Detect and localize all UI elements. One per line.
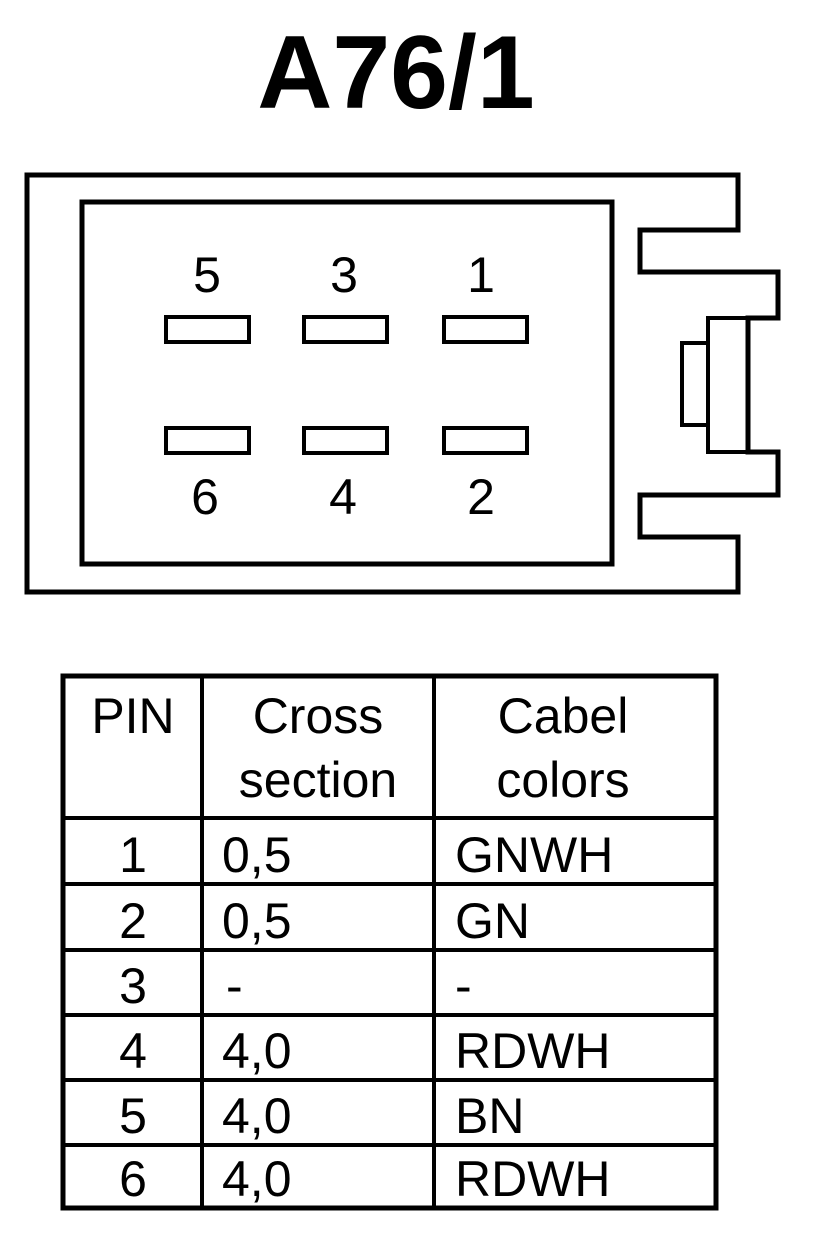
table-border — [60, 673, 719, 1211]
table-cell-cable-color: GN — [455, 893, 530, 949]
pin-slot-5 — [164, 315, 251, 344]
table-cell-cable-color: RDWH — [455, 1023, 611, 1079]
table-cell-cross-section: 4,0 — [222, 1151, 292, 1207]
pin-label-3: 3 — [330, 247, 358, 303]
table-cell-cable-color: RDWH — [455, 1151, 611, 1207]
table-row: 1 0,5 GNWH — [119, 827, 613, 883]
table-cell-pin: 4 — [119, 1023, 147, 1079]
latch-inner — [680, 341, 710, 427]
table-cell-pin: 6 — [119, 1151, 147, 1207]
table-cell-pin: 2 — [119, 893, 147, 949]
table-row: 2 0,5 GN — [119, 893, 530, 949]
table-header-colors-line2: colors — [496, 752, 629, 808]
table-cell-cross-section: 4,0 — [222, 1023, 292, 1079]
table-cell-pin: 1 — [119, 827, 147, 883]
pin-slot-4 — [302, 426, 389, 455]
table-cell-cross-section: - — [226, 958, 243, 1014]
pin-slot-6 — [164, 426, 251, 455]
table-cell-cable-color: GNWH — [455, 827, 613, 883]
pin-label-6: 6 — [191, 469, 219, 525]
pin-table-grid — [60, 673, 719, 1211]
table-row: 6 4,0 RDWH — [119, 1151, 610, 1207]
pin-label-4: 4 — [329, 469, 357, 525]
table-header-pin: PIN — [91, 688, 174, 744]
pin-label-1: 1 — [467, 247, 495, 303]
latch-outer — [706, 316, 750, 454]
housing-inner-frame — [79, 199, 615, 567]
housing-outline — [24, 172, 781, 595]
table-header-cross-line2: section — [239, 752, 397, 808]
table-row: 5 4,0 BN — [119, 1088, 524, 1144]
table-cell-cross-section: 0,5 — [222, 893, 292, 949]
table-header-cross-line1: Cross — [253, 688, 384, 744]
pin-slots — [164, 315, 529, 455]
pin-label-2: 2 — [467, 469, 495, 525]
table-cell-cable-color: BN — [455, 1088, 524, 1144]
pin-slot-2 — [442, 426, 529, 455]
table-header-colors-line1: Cabel — [498, 688, 629, 744]
pin-slot-3 — [302, 315, 389, 344]
table-cell-cross-section: 0,5 — [222, 827, 292, 883]
table-row: 3 - - — [119, 958, 472, 1014]
connector-housing — [24, 172, 781, 595]
pin-label-5: 5 — [193, 247, 221, 303]
table-cell-pin: 3 — [119, 958, 147, 1014]
table-row: 4 4,0 RDWH — [119, 1023, 610, 1079]
pin-slot-1 — [442, 315, 529, 344]
table-cell-cross-section: 4,0 — [222, 1088, 292, 1144]
table-cell-pin: 5 — [119, 1088, 147, 1144]
table-cell-cable-color: - — [455, 958, 472, 1014]
connector-title: A76/1 — [257, 15, 535, 131]
